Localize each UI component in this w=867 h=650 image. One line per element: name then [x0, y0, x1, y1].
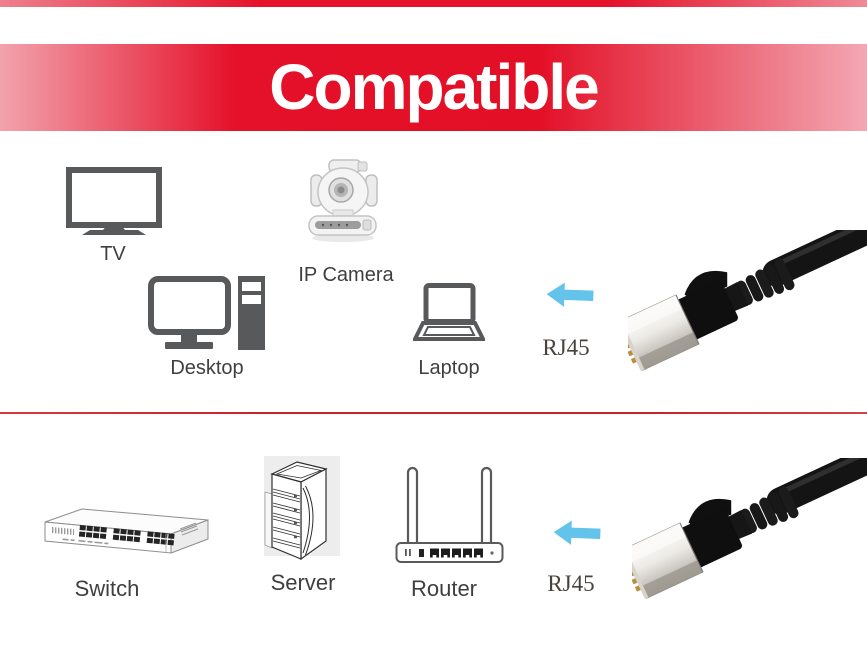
arrow-left-icon — [546, 281, 594, 309]
arrow-left-icon — [553, 519, 601, 547]
ip-camera-icon — [303, 158, 387, 252]
router-icon — [395, 462, 505, 564]
router-label: Router — [410, 576, 478, 601]
rj45-label: RJ45 — [542, 335, 590, 360]
tv-icon — [66, 167, 162, 239]
switch-icon — [40, 502, 210, 562]
rj45-label: RJ45 — [547, 571, 595, 596]
rj45-cable-photo — [632, 458, 867, 628]
desktop-icon — [148, 276, 268, 356]
laptop-icon — [413, 283, 485, 347]
section-divider — [0, 412, 867, 414]
tv-label: TV — [100, 243, 126, 265]
ip-camera-label: IP Camera — [298, 264, 394, 286]
server-label: Server — [270, 570, 336, 595]
rj45-cable-photo — [628, 230, 867, 400]
server-icon — [264, 456, 340, 568]
switch-label: Switch — [74, 576, 140, 601]
desktop-label: Desktop — [170, 357, 244, 379]
top-accent-strip — [0, 0, 867, 7]
laptop-label: Laptop — [418, 357, 480, 379]
banner: Compatible — [0, 44, 867, 131]
banner-title: Compatible — [269, 50, 599, 123]
